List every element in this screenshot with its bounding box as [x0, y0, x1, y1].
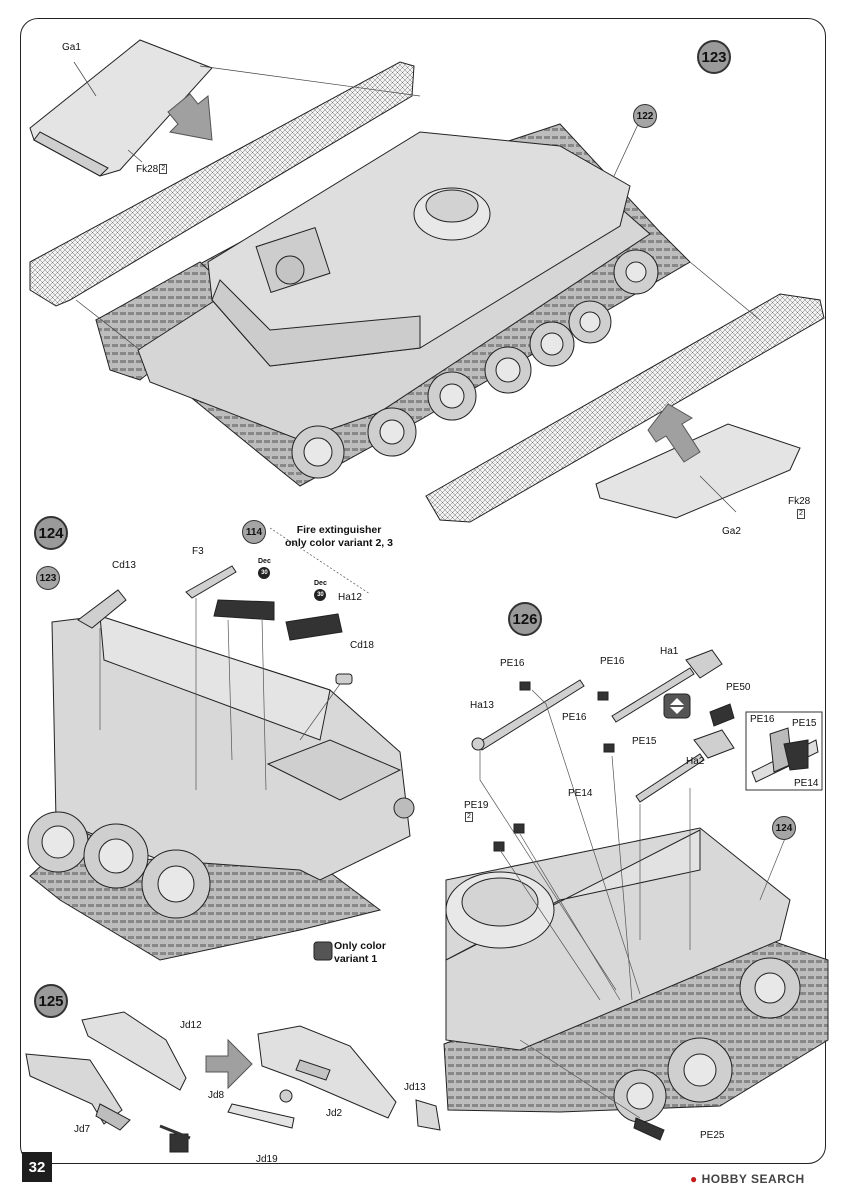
part-ga2 [595, 423, 801, 519]
label-jd12: Jd12 [180, 1020, 202, 1031]
qty-fk28-top: 2 [159, 164, 168, 175]
flip-icon [663, 693, 691, 719]
qty-fk28-bottom-wrap: 2 [796, 509, 805, 521]
step-ref-122: 122 [633, 104, 657, 128]
part-jd12 [81, 1011, 187, 1091]
pe-clip-e [513, 823, 525, 834]
road-wheels-124 [27, 811, 211, 919]
qty-pe19: 2 [465, 812, 473, 823]
part-jd19 [227, 1103, 295, 1129]
watermark: ● HOBBY SEARCH [690, 1172, 805, 1186]
decal-ref-b-text: Dec [314, 580, 327, 587]
step-number-123: 123 [697, 40, 731, 74]
decal-ref-a-text: Dec [258, 558, 271, 565]
label-ga2: Ga2 [722, 526, 741, 537]
label-pe16-b: PE16 [600, 656, 625, 667]
pe50-handle [709, 703, 735, 727]
part-f3 [185, 565, 237, 599]
page-number: 32 [22, 1152, 52, 1182]
decal-ref-b: Dec 30 [314, 580, 327, 601]
label-fk28-top-text: Fk28 [136, 164, 159, 175]
label-fk28-bottom: Fk28 [788, 496, 811, 507]
part-cd18 [335, 673, 353, 685]
part-extinguisher-b [285, 613, 343, 641]
label-jd19: Jd19 [256, 1154, 278, 1165]
label-ha1: Ha1 [660, 646, 679, 657]
label-pe14: PE14 [568, 788, 593, 799]
road-wheels-126 [613, 957, 801, 1123]
label-ha13: Ha13 [470, 700, 494, 711]
color-note-line1: Only color [334, 940, 386, 952]
tool-ha1-shovel [611, 667, 695, 723]
step-ref-114: 114 [242, 520, 266, 544]
inset-label-pe15: PE15 [792, 718, 817, 729]
pe-clip-b [597, 691, 609, 701]
pe-clip-a [519, 681, 531, 691]
label-pe15: PE15 [632, 736, 657, 747]
part-extinguisher-a [213, 599, 275, 621]
step123-drawing [29, 39, 825, 523]
step-number-126: 126 [508, 602, 542, 636]
pe-clip-d [493, 841, 505, 852]
fender-left [29, 61, 415, 307]
inset-label-pe16: PE16 [750, 714, 775, 725]
part-cd13 [77, 589, 127, 629]
watermark-text: HOBBY SEARCH [701, 1172, 805, 1186]
tool-ha2-shovel [635, 753, 705, 803]
step125-drawing [25, 1011, 441, 1153]
part-jd13 [415, 1099, 441, 1131]
label-pe16-a: PE16 [500, 658, 525, 669]
page-frame [20, 18, 826, 1164]
qty-fk28-bottom: 2 [797, 509, 805, 520]
label-ha2: Ha2 [686, 756, 705, 767]
inset-label-pe14: PE14 [794, 778, 819, 789]
step-number-125: 125 [34, 984, 68, 1018]
road-wheels [291, 249, 659, 479]
label-jd7: Jd7 [74, 1124, 91, 1135]
step-number-124: 124 [34, 516, 68, 550]
decal-ref-a-num: 30 [258, 567, 271, 579]
fender-right [425, 293, 825, 523]
label-jd2: Jd2 [326, 1108, 343, 1119]
label-f3: F3 [192, 546, 204, 557]
label-pe16-c: PE16 [562, 712, 587, 723]
decal-ref-b-num: 30 [314, 589, 327, 601]
color-variant-note: Only color variant 1 [334, 940, 398, 966]
label-jd8: Jd8 [208, 1090, 225, 1101]
label-ga1: Ga1 [62, 42, 81, 53]
label-pe50: PE50 [726, 682, 751, 693]
step126-drawing [443, 649, 829, 1141]
pe25-part [633, 1117, 665, 1141]
arrow-down-right [167, 93, 213, 141]
arrow-up-left [647, 403, 701, 463]
watermark-logo-icon: ● [690, 1172, 702, 1186]
label-pe19-text: PE19 [464, 800, 489, 811]
color-note-line2: variant 1 [334, 953, 378, 965]
decal-ref-a: Dec 30 [258, 558, 271, 579]
arrow-right-125 [205, 1038, 253, 1090]
step-ref-124: 124 [772, 816, 796, 840]
label-cd13: Cd13 [112, 560, 136, 571]
fire-note-line2: only color variant 2, 3 [285, 537, 393, 549]
label-jd13: Jd13 [404, 1082, 426, 1093]
pe-clip-c [603, 743, 615, 753]
fire-note-line1: Fire extinguisher [296, 524, 382, 536]
label-cd18: Cd18 [350, 640, 374, 651]
label-pe25: PE25 [700, 1130, 725, 1141]
step-ref-123: 123 [36, 566, 60, 590]
fire-extinguisher-note: Fire extinguisher only color variant 2, … [264, 524, 414, 550]
label-ha12: Ha12 [338, 592, 362, 603]
step124-drawing [27, 527, 415, 961]
color-variant-1-icon [313, 941, 333, 961]
